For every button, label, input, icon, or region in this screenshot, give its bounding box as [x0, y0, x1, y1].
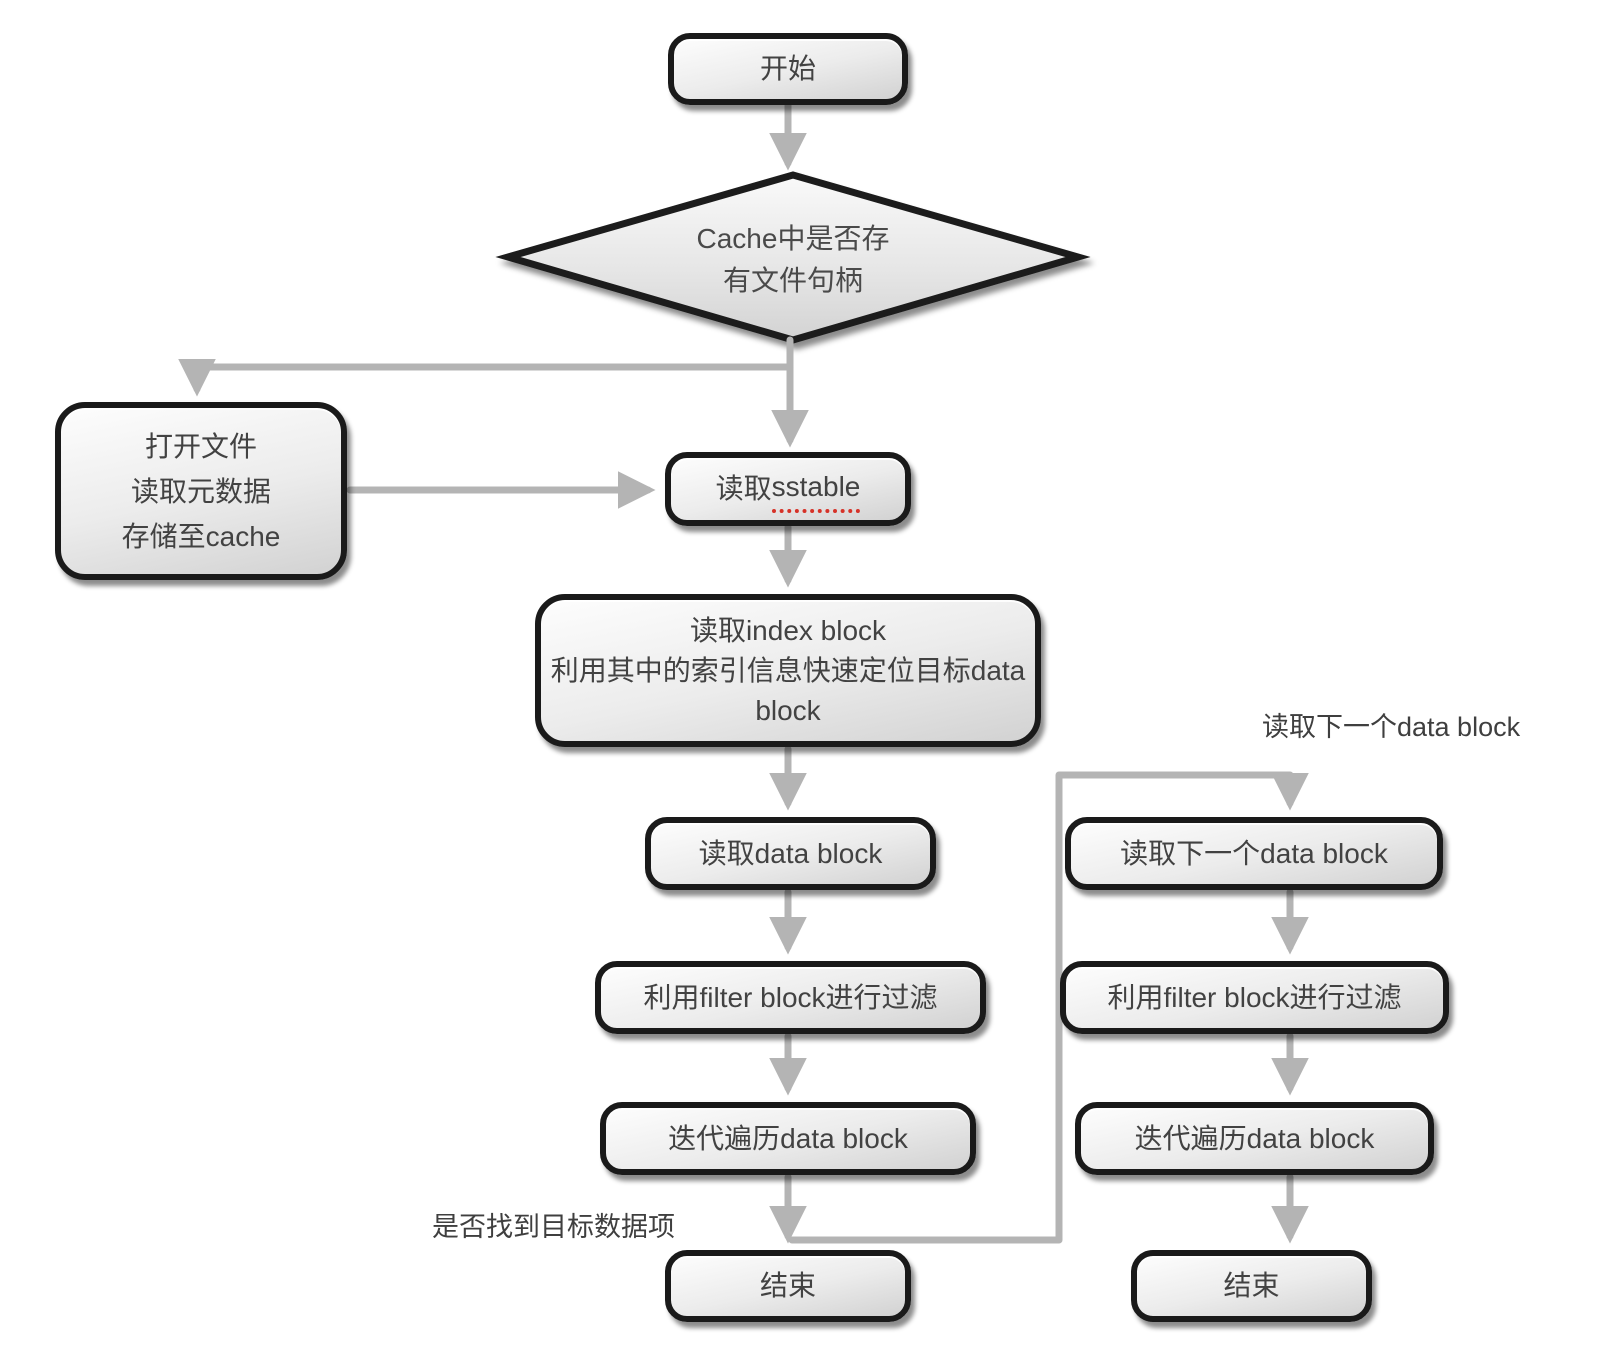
decision-diamond-shape: [495, 171, 1091, 344]
read-sstable-label-cn: 读取: [715, 473, 772, 504]
decision-node-label: Cache中是否存 有文件句柄: [696, 223, 890, 296]
start-node: 开始: [668, 33, 908, 105]
read-sstable-term: sstable: [771, 466, 861, 513]
edge-label-found-target: 是否找到目标数据项: [432, 1212, 675, 1242]
iterate-data-block-node-right: 迭代遍历data block: [1075, 1102, 1434, 1175]
index-block-node: 读取index block 利用其中的索引信息快速定位目标data block: [535, 594, 1041, 747]
edge-label-read-next-data-block: 读取下一个data block: [1262, 712, 1521, 742]
end-node-left: 结束: [665, 1250, 911, 1322]
end-node-right: 结束: [1131, 1250, 1372, 1322]
iterate-data-block-node-left: 迭代遍历data block: [600, 1102, 976, 1175]
read-next-data-block-node: 读取下一个data block: [1065, 817, 1443, 890]
filter-block-node-left: 利用filter block进行过滤: [595, 961, 986, 1034]
filter-block-node-right: 利用filter block进行过滤: [1060, 961, 1449, 1034]
edge-decision-openfile: [178, 358, 794, 397]
edge-loop-readnext: [788, 771, 1309, 1244]
open-file-node: 打开文件 读取元数据 存储至cache: [55, 402, 347, 580]
read-data-block-node: 读取data block: [645, 817, 936, 890]
